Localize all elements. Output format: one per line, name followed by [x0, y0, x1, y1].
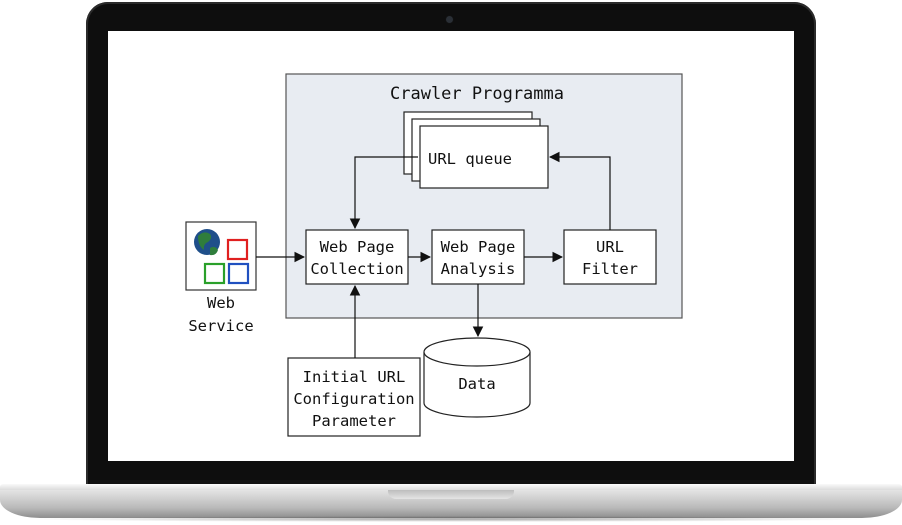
web-service-label-1: Web — [207, 294, 235, 312]
diagram-edges — [256, 151, 611, 358]
web-service-icon — [185, 221, 257, 291]
url-queue-node: URL queue — [403, 111, 549, 189]
filter-label-1: URL — [596, 238, 624, 256]
url-filter-node: URL Filter — [563, 229, 657, 285]
collection-label-2: Collection — [310, 260, 403, 278]
config-label-2: Configuration — [293, 390, 414, 408]
initial-config-node: Initial URL Configuration Parameter — [287, 357, 421, 437]
data-store-node: Data — [423, 337, 531, 418]
web-service-label-2: Service — [188, 317, 253, 335]
url-queue-label: URL queue — [428, 150, 512, 168]
laptop-base-edge — [0, 484, 902, 490]
laptop-shadow — [20, 516, 882, 522]
filter-label-2: Filter — [582, 260, 638, 278]
web-page-analysis-node: Web Page Analysis — [431, 229, 525, 285]
web-service-node: Web Service — [185, 221, 257, 335]
crawler-title: Crawler Programma — [390, 84, 564, 104]
collection-label-1: Web Page — [320, 238, 395, 256]
web-page-collection-node: Web Page Collection — [305, 229, 409, 285]
analysis-label-1: Web Page — [441, 238, 516, 256]
analysis-label-2: Analysis — [441, 260, 516, 278]
edge-filter-to-queue — [548, 151, 611, 230]
camera-icon — [446, 16, 453, 23]
data-label: Data — [458, 375, 495, 393]
laptop-notch — [388, 490, 514, 499]
edge-queue-to-collection — [349, 156, 418, 230]
config-label-3: Parameter — [312, 412, 396, 430]
config-label-1: Initial URL — [303, 368, 406, 386]
